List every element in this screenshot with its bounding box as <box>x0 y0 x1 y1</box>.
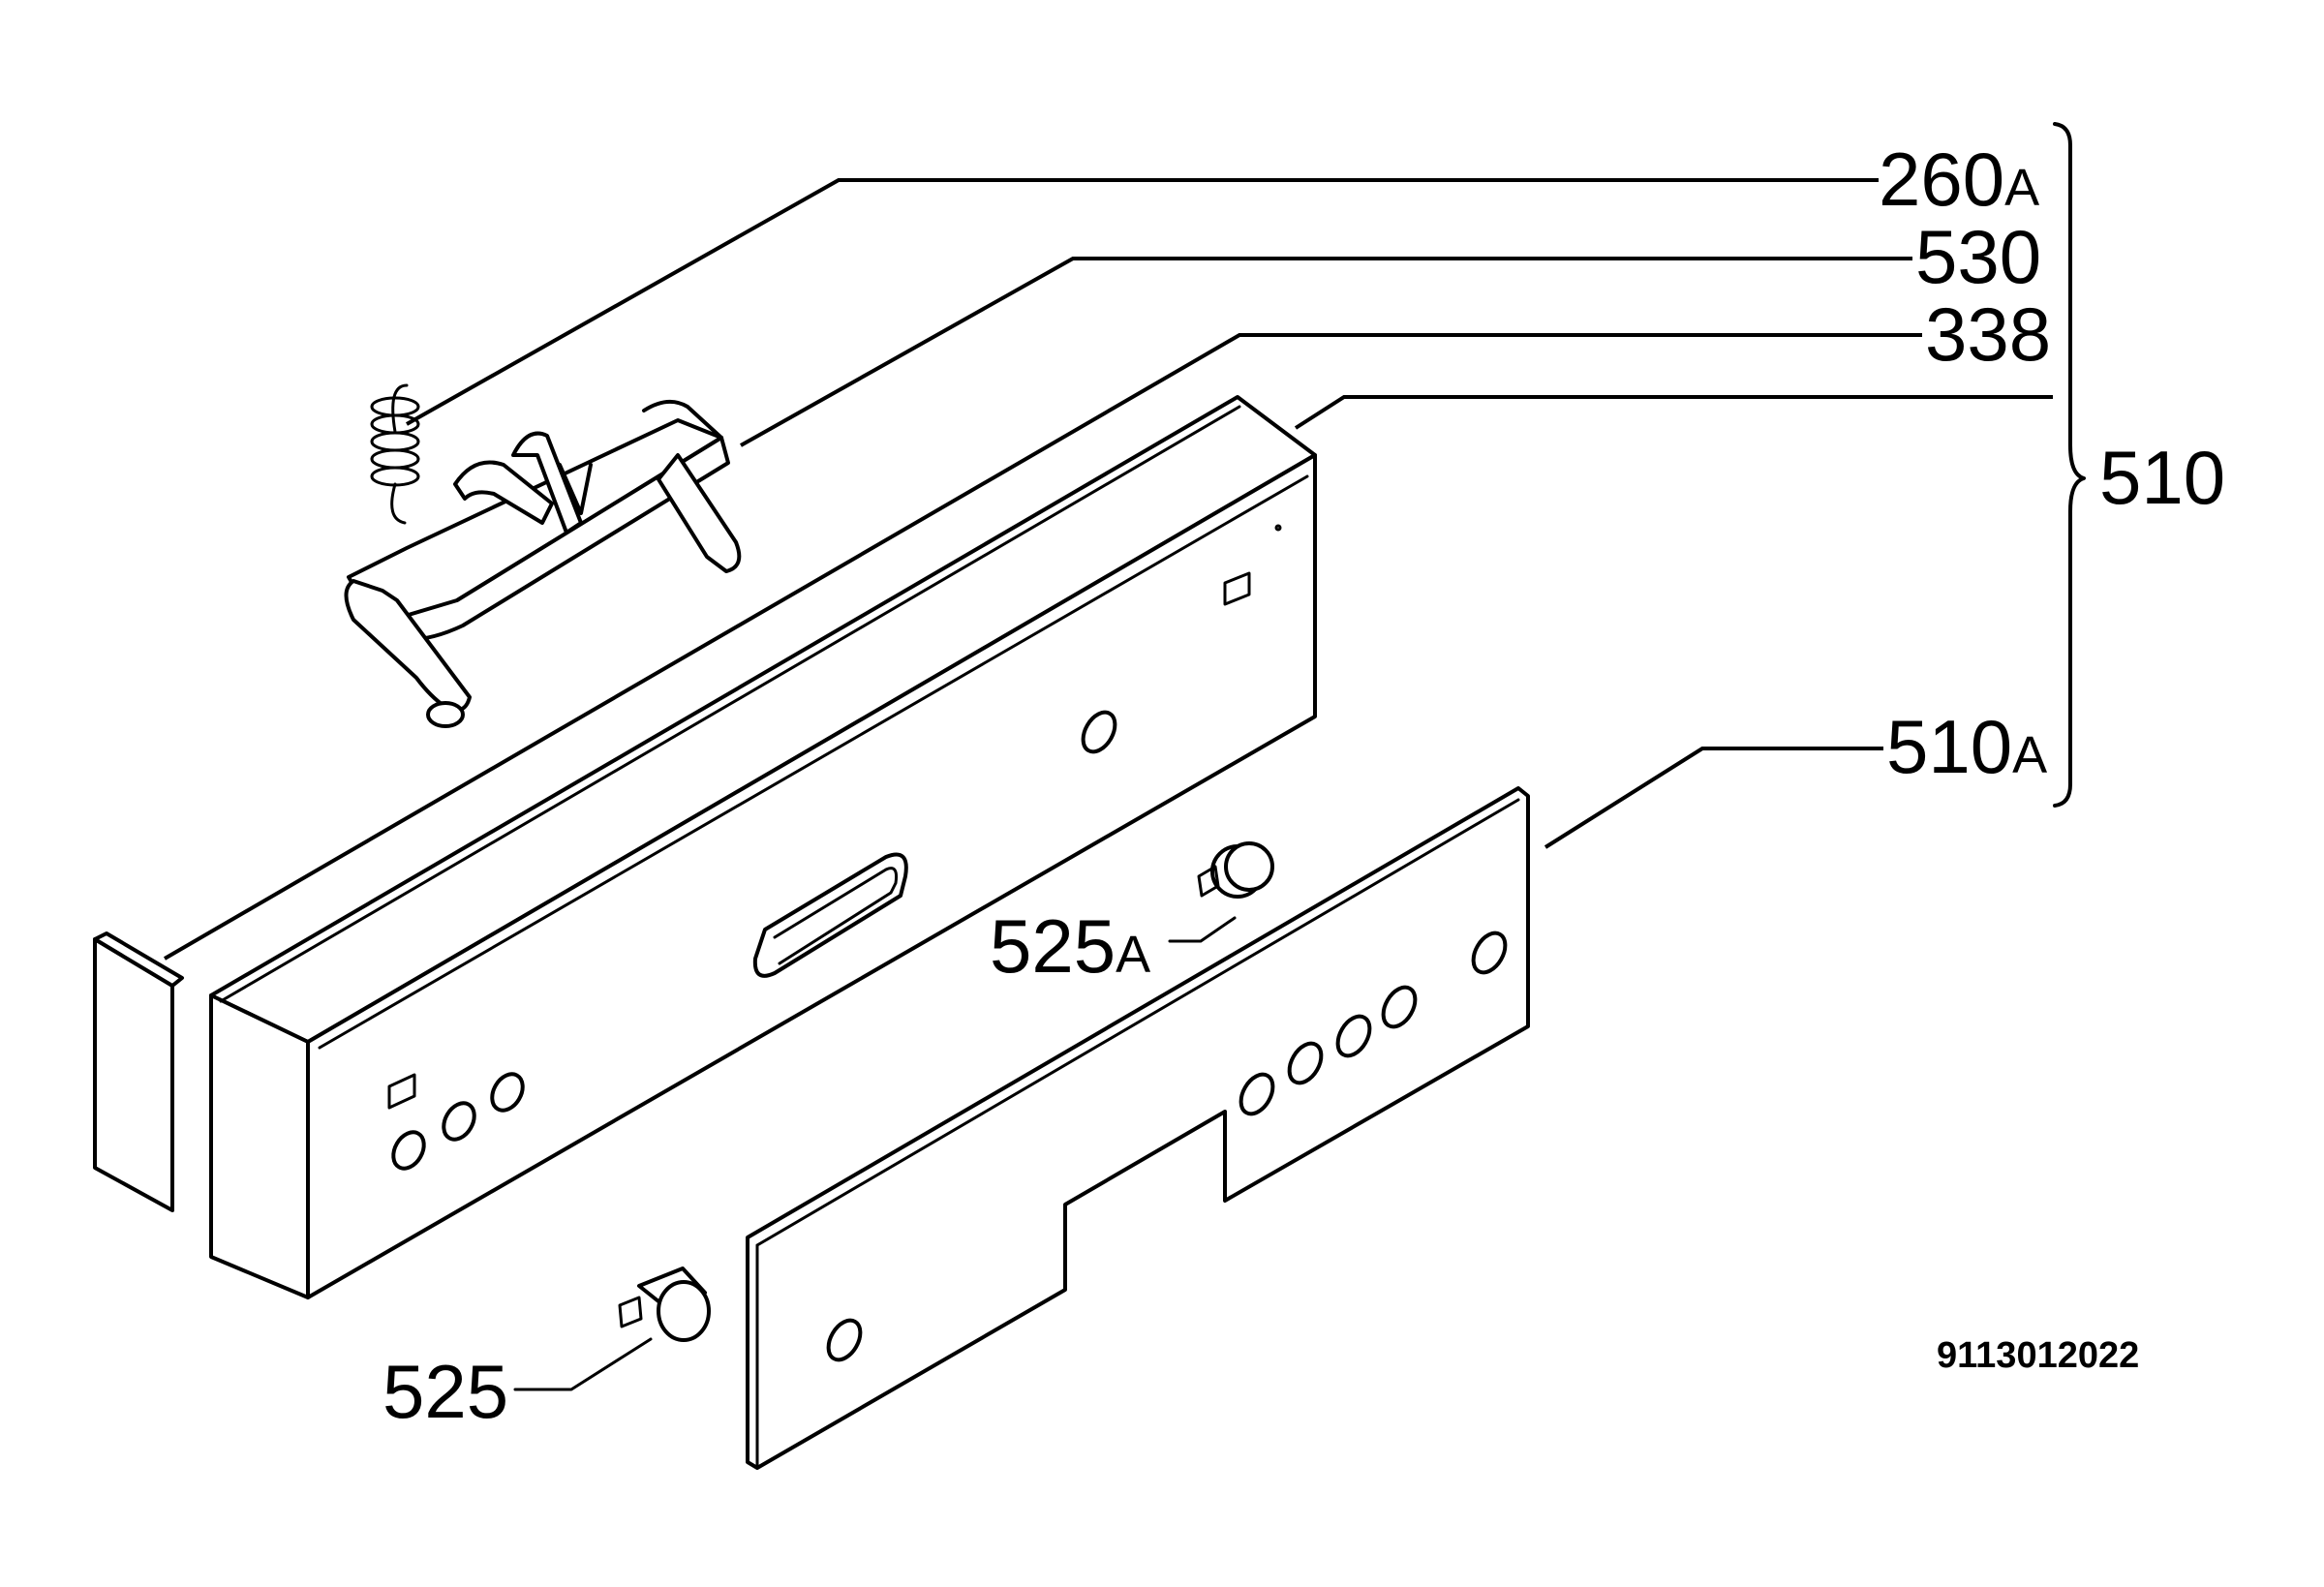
knob-525a-part <box>1197 841 1274 899</box>
leader-525 <box>513 1337 653 1391</box>
leader-lines <box>163 178 2053 1391</box>
leader-510-panel <box>1294 395 2053 430</box>
label-260a: 260A <box>1879 137 2039 222</box>
label-525a: 525A <box>990 903 1150 989</box>
brace-510 <box>2053 122 2086 808</box>
leader-338 <box>163 333 1922 961</box>
leader-530 <box>740 257 1912 447</box>
label-510a: 510A <box>1886 704 2047 789</box>
knob-525-part <box>618 1267 711 1342</box>
door-handle-part <box>344 399 742 728</box>
drawing-code: 9113012022 <box>1937 1335 2139 1376</box>
part-labels: 260A 530 338 510 510A 525A 525 911301202… <box>382 137 2225 1434</box>
control-panel-housing <box>209 395 1317 1299</box>
end-cap-part <box>93 931 184 1212</box>
leader-510a <box>1544 747 1883 849</box>
front-cover-panel <box>746 786 1530 1470</box>
label-525: 525 <box>382 1349 508 1434</box>
leader-260a <box>406 178 1879 426</box>
spring-part <box>370 383 420 525</box>
label-530: 530 <box>1915 214 2041 299</box>
leader-525a <box>1168 916 1237 943</box>
label-338: 338 <box>1925 291 2051 377</box>
label-510: 510 <box>2099 435 2225 520</box>
